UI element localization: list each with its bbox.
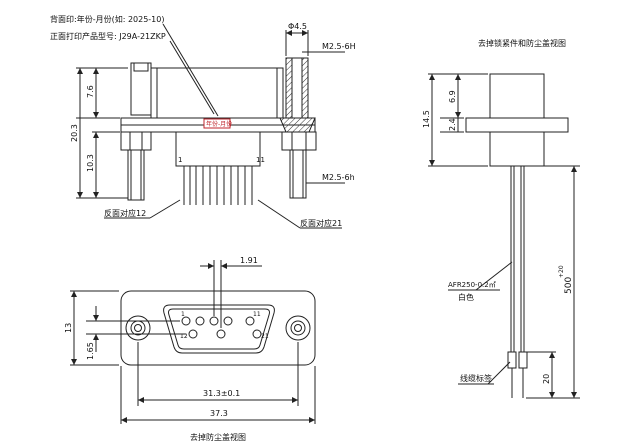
dim-7-6: 7.6 — [86, 85, 95, 98]
dim-37-3: 37.3 — [210, 409, 228, 418]
dim-500-tolerance: +20 — [558, 265, 565, 278]
pin-label-11: 11 — [253, 311, 261, 318]
dim-500: 500 — [564, 277, 574, 294]
connector-upper-shell — [150, 67, 284, 119]
pin-label-12: 12 — [180, 333, 188, 340]
pin-1-label: 1 — [178, 156, 182, 164]
dim-phi-4-5: Φ4.5 — [288, 22, 307, 31]
right-jackscrew-bottom — [289, 149, 307, 199]
dim-2-4: 2.4 — [448, 118, 457, 131]
right-mount-hole-outer — [285, 315, 311, 341]
cable-marker-label: 线缆标签 — [460, 373, 492, 383]
leader-back-print — [162, 23, 219, 117]
bottom-view: 1 11 12 21 1.91 13 1.65 31.3±0.1 37.3 去掉… — [64, 256, 316, 442]
pin-11-label: 11 — [256, 156, 265, 164]
dim-1-91: 1.91 — [240, 256, 258, 265]
right-nut — [281, 131, 317, 151]
bottom-pins — [181, 316, 262, 339]
date-label-text: 年份-月份 — [206, 120, 232, 128]
left-mount-hole-outer — [125, 315, 151, 341]
leader-front-print — [169, 40, 215, 115]
side-view: 去掉锁紧件和防尘盖视图 14.5 6.9 2.4 AFR250-0.2㎡ 白色 — [422, 38, 580, 399]
right-mount-hole-inner — [290, 320, 306, 336]
date-label-tag — [203, 118, 231, 129]
side-lower-body — [489, 131, 545, 167]
connector-lower-insulator — [175, 131, 261, 167]
dim-13: 13 — [64, 323, 73, 333]
left-nut — [120, 131, 152, 151]
bottom-view-title: 去掉防尘盖视图 — [190, 432, 246, 442]
dim-14-5: 14.5 — [422, 110, 431, 128]
dim-10-3: 10.3 — [86, 154, 95, 172]
bottom-d-insulator — [163, 304, 275, 354]
bottom-flange — [120, 290, 316, 366]
side-view-title: 去掉锁紧件和防尘盖视图 — [478, 38, 566, 48]
dim-6-9: 6.9 — [448, 90, 457, 103]
wire-spec: AFR250-0.2㎡ — [448, 281, 496, 289]
pin-label-1: 1 — [181, 311, 185, 318]
dim-31-3: 31.3±0.1 — [203, 389, 240, 398]
left-jackscrew-bottom — [127, 149, 145, 201]
side-upper-body — [489, 73, 545, 119]
front-print-note: 正面打印产品型号: J29A-21ZKP — [50, 31, 166, 41]
dim-20: 20 — [542, 374, 551, 384]
back-print-note: 背面印:年份-月份(如: 2025-10) — [50, 14, 165, 24]
note-opposite-21: 反面对应21 — [300, 218, 342, 228]
wire-color: 白色 — [458, 292, 474, 302]
front-pins — [183, 166, 253, 205]
pin-label-21: 21 — [261, 333, 269, 340]
dim-20-3: 20.3 — [70, 124, 79, 142]
left-mount-hole-inner — [130, 320, 146, 336]
side-wires — [507, 166, 528, 398]
front-view: 背面印:年份-月份(如: 2025-10) 正面打印产品型号: J29A-21Z… — [50, 14, 356, 229]
side-flange — [465, 117, 569, 133]
dim-thread-bottom: M2.5-6h — [322, 173, 355, 182]
dim-thread-top: M2.5-6H — [322, 42, 356, 51]
note-opposite-12: 反面对应12 — [104, 208, 146, 218]
dim-1-65: 1.65 — [86, 342, 95, 360]
